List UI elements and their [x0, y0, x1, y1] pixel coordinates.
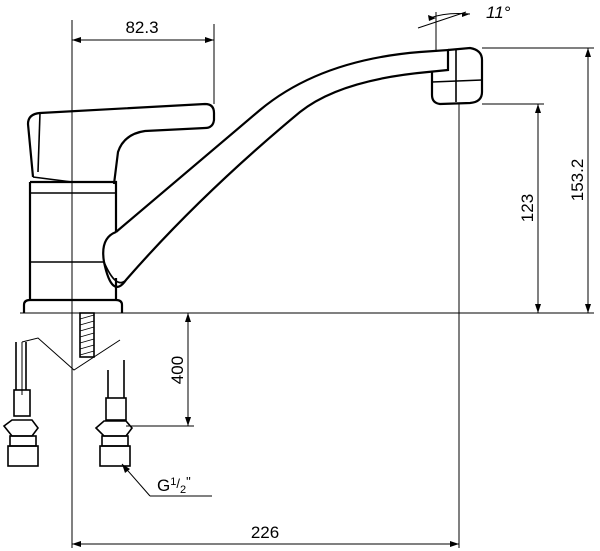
- dimension-spout-angle-label: 11°: [486, 3, 511, 22]
- hose-break-line: [21, 337, 121, 395]
- dimension-hose-length: [126, 313, 194, 427]
- right-hose: [94, 360, 134, 467]
- thread-slash: /: [176, 476, 180, 491]
- left-hose: [2, 342, 39, 467]
- dimension-total-height-label: 153.2: [568, 159, 587, 202]
- thread-prefix: G: [157, 476, 170, 495]
- faucet-body: [22, 180, 124, 313]
- lever-handle: [26, 102, 216, 185]
- dimension-hose-length-label: 400: [168, 356, 187, 384]
- dimension-top-width: [71, 20, 215, 182]
- dimension-total-width: [71, 182, 459, 548]
- thread-callout: [121, 463, 212, 497]
- thread-unit: ": [186, 474, 191, 489]
- dimension-spout-angle: [417, 11, 471, 52]
- dimension-top-width-label: 82.3: [125, 18, 158, 37]
- dimension-outlet-height-label: 123: [518, 194, 537, 222]
- thread-denominator: 2: [180, 484, 186, 496]
- aerator: [430, 46, 484, 106]
- thread-numerator: 1: [170, 476, 176, 488]
- dimension-heights: [458, 47, 594, 548]
- dimension-total-width-label: 226: [251, 523, 279, 542]
- thread-label: G1/2": [157, 474, 191, 496]
- spout: [102, 48, 450, 288]
- threaded-stud: [79, 312, 95, 358]
